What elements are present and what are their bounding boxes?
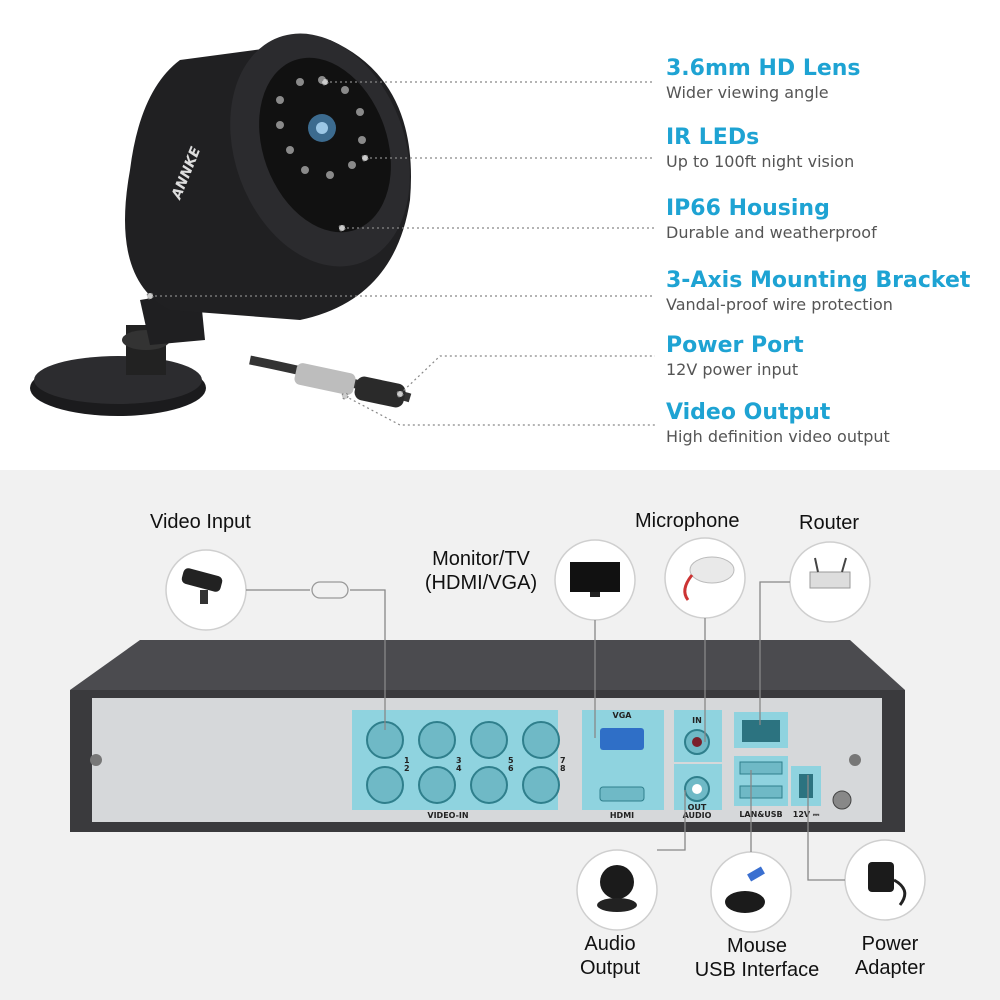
callout-subtitle: Up to 100ft night vision — [666, 152, 855, 171]
label-microphone: Microphone — [635, 510, 740, 532]
callout-subtitle: High definition video output — [666, 427, 890, 446]
callout-ir-leds: IR LEDs Up to 100ft night vision — [666, 125, 854, 173]
ir-leds — [276, 76, 366, 179]
label-line: Monitor/TV — [432, 548, 530, 570]
label-line: Output — [579, 957, 641, 979]
camera-front — [259, 57, 391, 233]
bnc-port — [418, 721, 456, 759]
callout-title: IP66 Housing — [666, 196, 830, 221]
hdmi-label: HDMI — [610, 811, 634, 820]
channel-number: 5 — [508, 756, 514, 765]
callout-subtitle: Wider viewing angle — [666, 83, 829, 102]
video-in-label: VIDEO-IN — [427, 811, 468, 820]
callout-leaders — [146, 78, 655, 426]
channel-number: 7 — [560, 756, 566, 765]
power-connector — [354, 376, 406, 408]
bnc-port — [522, 766, 560, 804]
vga-port — [600, 728, 644, 750]
callout-subtitle: Durable and weatherproof — [666, 223, 877, 242]
label-video-input: Video Input — [150, 511, 251, 533]
channel-number: 2 — [404, 764, 410, 773]
callout-title: 3-Axis Mounting Bracket — [666, 268, 971, 293]
audio-out-label: OUT — [688, 803, 707, 812]
channel-number: 3 — [456, 756, 462, 765]
lan-usb-label: LAN&USB — [739, 810, 782, 819]
bullet-camera: ANNKE — [30, 33, 412, 416]
usb-port-1 — [739, 761, 783, 775]
label-line: (HDMI/VGA) — [424, 572, 538, 594]
lan-port — [742, 720, 780, 742]
label-line: Audio — [584, 933, 636, 955]
dvr-top — [70, 640, 905, 690]
label-monitor: Monitor/TV(HDMI/VGA) — [416, 547, 546, 595]
callout-title: 3.6mm HD Lens — [666, 56, 861, 81]
bnc-ports — [366, 721, 560, 804]
bnc-connector — [294, 363, 356, 395]
bnc-port — [418, 766, 456, 804]
power-label: 12V ⎓ — [793, 810, 820, 819]
bnc-port — [470, 766, 508, 804]
callout-power-port: Power Port 12V power input — [666, 333, 804, 381]
ground-screw — [832, 790, 852, 810]
dvr-recorder: VIDEO-IN VGA HDMI AUDIO IN OUT LAN&USB 1… — [70, 640, 905, 832]
audio-label: AUDIO — [683, 811, 712, 820]
vga-label: VGA — [613, 711, 633, 720]
connection-lines — [246, 581, 845, 881]
callout-title: Video Output — [666, 400, 831, 425]
callout-title: Power Port — [666, 333, 804, 358]
usb-port-2 — [739, 785, 783, 799]
channel-number: 6 — [508, 764, 514, 773]
label-line: Power — [861, 933, 919, 955]
bnc-port — [522, 721, 560, 759]
channel-number: 4 — [456, 764, 462, 773]
bnc-port — [366, 766, 404, 804]
callout-subtitle: Vandal-proof wire protection — [666, 295, 893, 314]
channel-number: 1 — [404, 756, 410, 765]
callout-title: IR LEDs — [666, 125, 760, 150]
callout-subtitle: 12V power input — [666, 360, 799, 379]
label-line: Mouse — [726, 935, 788, 957]
hdmi-port — [599, 786, 645, 802]
label-router: Router — [799, 512, 860, 534]
dc-jack — [799, 774, 813, 798]
label-line: USB Interface — [694, 959, 820, 981]
audio-in-label: IN — [692, 716, 702, 725]
bnc-port — [470, 721, 508, 759]
label-line: Adapter — [854, 957, 926, 979]
channel-number: 8 — [560, 764, 566, 773]
